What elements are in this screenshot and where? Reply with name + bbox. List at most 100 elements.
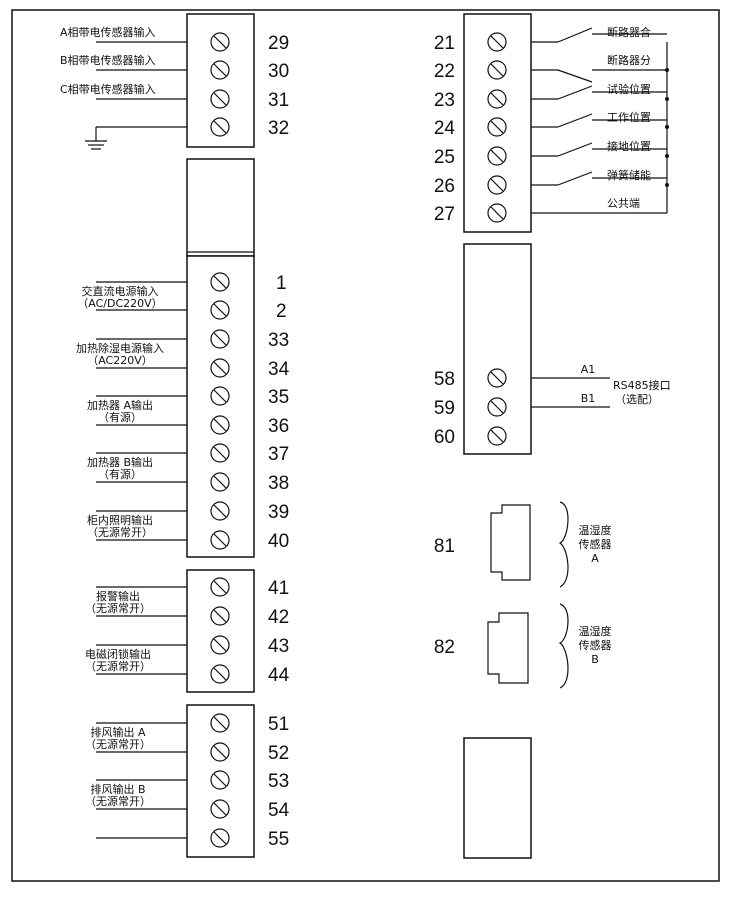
status-label: 弹簧储能 xyxy=(607,168,651,182)
terminal-number: 40 xyxy=(268,531,289,552)
terminal-number: 55 xyxy=(268,829,289,850)
terminal-screw-icon xyxy=(210,828,230,848)
terminal-number: 53 xyxy=(268,771,289,792)
terminal-group-sublabel: （AC/DC220V） xyxy=(77,297,162,310)
wire xyxy=(557,171,593,186)
phase-input-label: A相带电传感器输入 xyxy=(60,25,156,39)
status-label: 接地位置 xyxy=(607,139,651,153)
terminal-screw-icon xyxy=(210,358,230,378)
sensor-connector-b xyxy=(487,603,569,689)
terminal-number: 37 xyxy=(268,444,289,465)
terminal-group-label: 加热除湿电源输入 xyxy=(76,341,164,355)
terminal-number: 39 xyxy=(268,502,289,523)
terminal-screw-icon xyxy=(487,60,507,80)
terminal-block-rs485 xyxy=(463,243,532,455)
terminal-number: 1 xyxy=(276,273,287,294)
status-label: 公共端 xyxy=(607,197,640,210)
terminal-screw-icon xyxy=(210,443,230,463)
terminal-number: 21 xyxy=(434,33,455,54)
terminal-number: 29 xyxy=(268,33,289,54)
status-bus xyxy=(665,42,669,213)
terminal-screw-icon xyxy=(210,713,230,733)
status-label: 断路器合 xyxy=(607,25,651,39)
rs485-line-label: B1 xyxy=(581,392,596,405)
terminal-number: 38 xyxy=(268,473,289,494)
terminal-number: 27 xyxy=(434,204,455,225)
terminal-number: 23 xyxy=(434,90,455,111)
sensor-label: 传感器 xyxy=(579,639,612,652)
rs485-label: RS485接口 xyxy=(613,379,671,392)
terminal-number: 59 xyxy=(434,398,455,419)
terminal-group-label: 加热器 B输出 xyxy=(87,455,153,469)
terminal-number: 34 xyxy=(268,359,290,380)
terminal-screw-icon xyxy=(210,272,230,292)
terminal-screw-icon xyxy=(210,60,230,80)
terminal-group-sublabel: （无源常开） xyxy=(85,601,151,615)
terminal-screw-icon xyxy=(210,300,230,320)
terminal-group-label: 柜内照明输出 xyxy=(87,513,153,527)
terminal-number: 60 xyxy=(434,427,455,448)
terminal-screw-icon xyxy=(487,368,507,388)
status-label: 试验位置 xyxy=(607,82,651,96)
terminal-block-alarm xyxy=(186,569,255,693)
terminal-screw-icon xyxy=(487,426,507,446)
terminal-number: 35 xyxy=(268,387,289,408)
terminal-screw-icon xyxy=(210,117,230,137)
terminal-group-label: 排风输出 B xyxy=(90,782,145,796)
status-label: 断路器分 xyxy=(607,53,651,67)
terminal-number: 25 xyxy=(434,147,455,168)
sensor-label: 温湿度 xyxy=(579,624,612,638)
terminal-screw-icon xyxy=(210,89,230,109)
terminal-number: 44 xyxy=(268,665,290,686)
terminal-number: 22 xyxy=(434,61,455,82)
terminal-number: 41 xyxy=(268,578,289,599)
sensor-connector-a xyxy=(490,501,569,588)
terminal-block-29-32 xyxy=(186,13,255,148)
terminal-number: 52 xyxy=(268,743,289,764)
wire xyxy=(557,142,593,157)
terminal-number: 51 xyxy=(268,714,289,735)
terminal-screw-icon xyxy=(210,770,230,790)
sensor-label: A xyxy=(591,552,599,565)
terminal-number: 24 xyxy=(434,118,456,139)
terminal-number: 32 xyxy=(268,118,289,139)
terminal-screw-icon xyxy=(210,635,230,655)
terminal-group-label: 报警输出 xyxy=(96,589,140,603)
terminal-group-sublabel: （AC220V） xyxy=(87,354,153,367)
rs485-sublabel: （选配） xyxy=(615,393,659,406)
terminal-group-label: 电磁闭锁输出 xyxy=(85,647,151,661)
sensor-label: B xyxy=(591,653,599,666)
terminal-group-sublabel: （无源常开） xyxy=(85,737,151,751)
terminal-screw-icon xyxy=(487,89,507,109)
terminal-screw-icon xyxy=(210,664,230,684)
terminal-screw-icon xyxy=(210,32,230,52)
block-phase-sensors xyxy=(186,13,255,148)
ground-icon xyxy=(85,126,187,150)
terminal-number: 33 xyxy=(268,330,289,351)
terminal-screw-icon xyxy=(487,203,507,223)
terminal-screw-icon xyxy=(210,606,230,626)
terminal-group-sublabel: （无源常开） xyxy=(85,659,151,673)
terminal-group-sublabel: （无源常开） xyxy=(85,794,151,808)
terminal-screw-icon xyxy=(210,530,230,550)
terminal-screw-icon xyxy=(210,415,230,435)
phase-input-label: B相带电传感器输入 xyxy=(60,53,156,67)
blank-block-bottom xyxy=(463,737,532,859)
terminal-group-label: 交直流电源输入 xyxy=(82,284,159,298)
terminal-number: 58 xyxy=(434,369,455,390)
terminal-number: 43 xyxy=(268,636,289,657)
status-label: 工作位置 xyxy=(607,110,651,124)
rs485-line-label: A1 xyxy=(581,363,596,376)
terminal-number: 42 xyxy=(268,607,289,628)
sensor-label: 温湿度 xyxy=(579,523,612,537)
sensor-number: 81 xyxy=(434,536,455,557)
phase-input-label: C相带电传感器输入 xyxy=(60,82,156,96)
terminal-group-sublabel: （无源常开） xyxy=(87,525,153,539)
terminal-screw-icon xyxy=(210,799,230,819)
terminal-group-sublabel: （有源） xyxy=(98,410,142,424)
terminal-number: 31 xyxy=(268,90,289,111)
wire xyxy=(557,27,593,43)
terminal-screw-icon xyxy=(487,397,507,417)
terminal-screw-icon xyxy=(210,472,230,492)
